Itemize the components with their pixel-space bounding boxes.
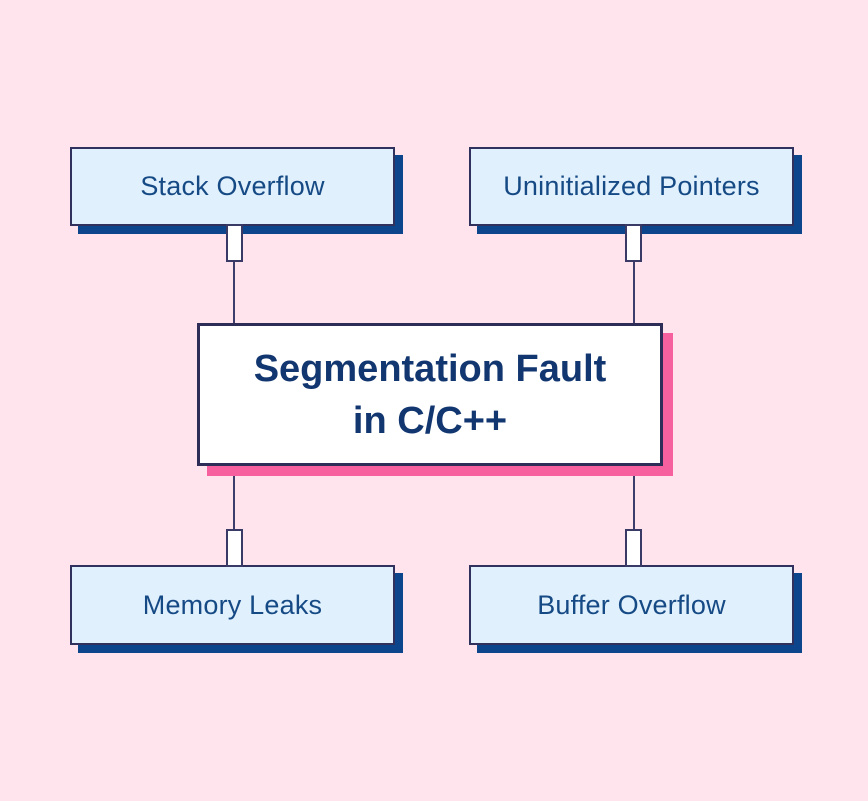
- connector-line-bottom-right: [633, 466, 635, 566]
- connector-port-top-left: [226, 224, 243, 262]
- connector-line-bottom-left: [233, 466, 235, 566]
- node-label: Memory Leaks: [142, 589, 323, 620]
- node-label: Buffer Overflow: [537, 589, 726, 620]
- connector-port-bottom-left: [226, 529, 243, 567]
- connector-port-bottom-right: [625, 529, 642, 567]
- center-title-line2: in C/C++: [352, 399, 508, 442]
- node-memory-leaks: Memory Leaks: [70, 565, 395, 645]
- connector-line-top-right: [633, 226, 635, 323]
- node-label: Stack Overflow: [140, 171, 325, 201]
- connector-line-top-left: [233, 226, 235, 323]
- connector-port-top-right: [625, 224, 642, 262]
- node-segmentation-fault: Segmentation Fault in C/C++: [197, 323, 663, 466]
- node-uninitialized-pointers: Uninitialized Pointers: [469, 147, 794, 226]
- center-title-line1: Segmentation Fault: [253, 347, 607, 390]
- node-label: Uninitialized Pointers: [503, 171, 760, 201]
- node-buffer-overflow: Buffer Overflow: [469, 565, 794, 645]
- node-stack-overflow: Stack Overflow: [70, 147, 395, 226]
